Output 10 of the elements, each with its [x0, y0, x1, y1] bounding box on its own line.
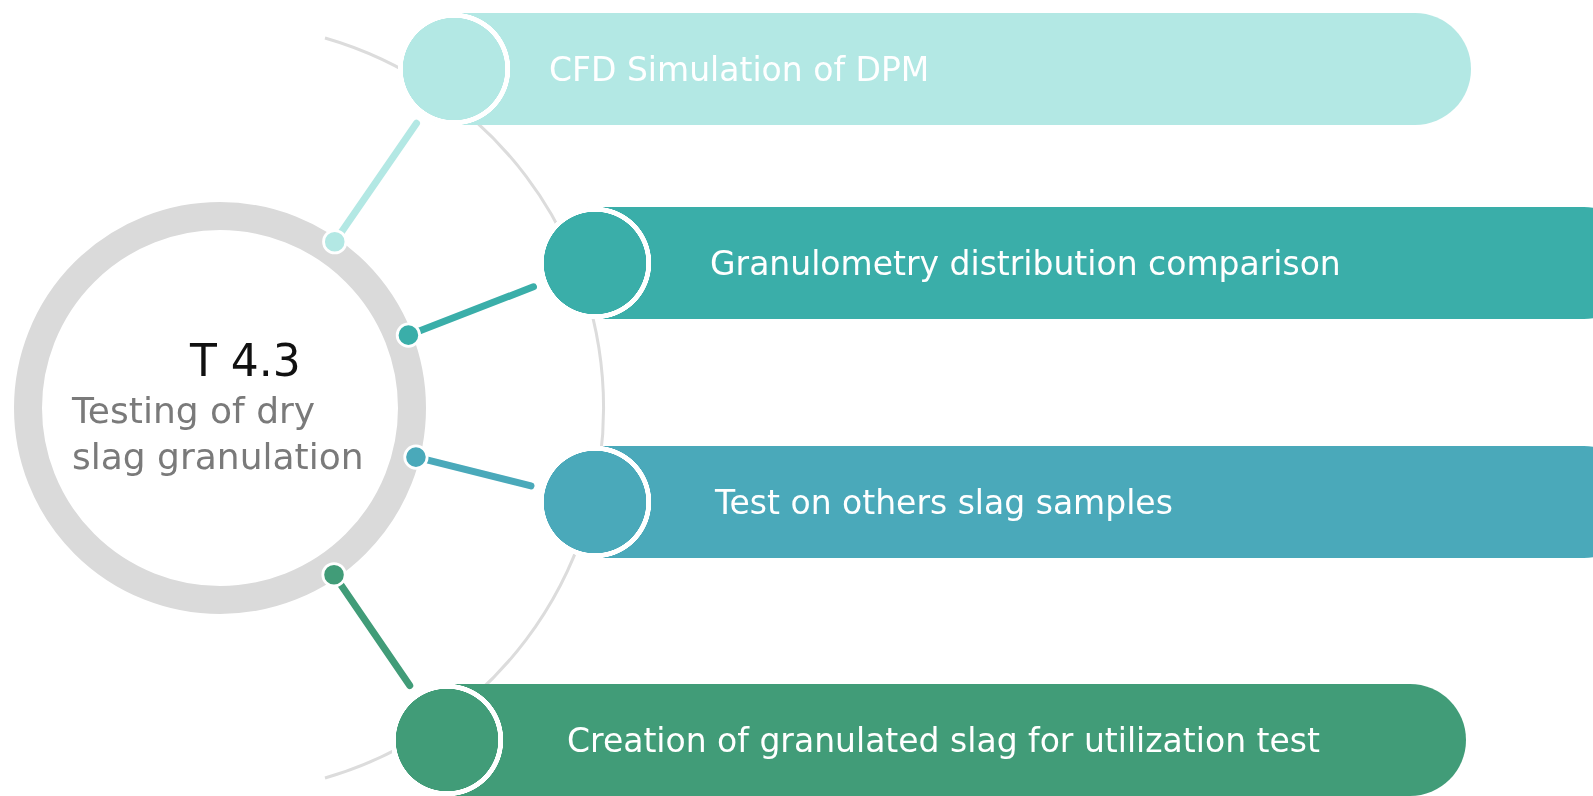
connector-line	[403, 444, 535, 490]
connector-line	[322, 119, 420, 255]
task-number: T 4.3	[190, 334, 302, 388]
step-label: CFD Simulation of DPM	[549, 49, 930, 89]
step-label: Test on others slag samples	[715, 482, 1173, 522]
connector-line	[321, 562, 414, 689]
step-label: Creation of granulated slag for utilization test	[567, 720, 1320, 760]
task-title: Testing of dry slag granulation	[72, 388, 365, 480]
connector-line	[395, 283, 537, 348]
step-label: Granulometry distribution comparison	[710, 243, 1341, 283]
